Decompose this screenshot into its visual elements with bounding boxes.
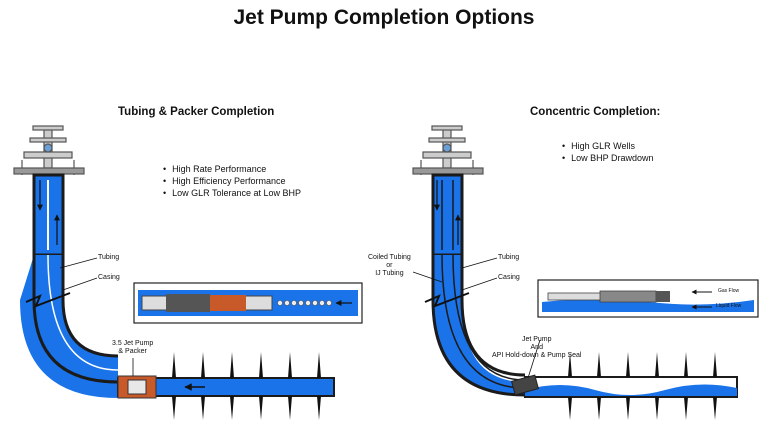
right-pump-label-line3: API Hold-down & Pump Seal	[492, 352, 582, 359]
left-bullet-list: High Rate Performance High Efficiency Pe…	[163, 164, 301, 200]
left-pump-label-line1: 3.5 Jet Pump	[112, 340, 154, 347]
left-tubing-label: Tubing	[98, 254, 120, 261]
liquid-flow-label: Liquid Flow	[716, 303, 742, 309]
left-detail-box	[133, 282, 363, 324]
right-pump-label: Jet Pump And API Hold-down & Pump Seal	[492, 336, 582, 360]
left-wellhead-icon	[13, 125, 85, 175]
right-bullet-2: Low BHP Drawdown	[562, 153, 653, 163]
right-perforations	[568, 352, 717, 420]
left-bullet-3: Low GLR Tolerance at Low BHP	[163, 188, 301, 198]
right-coiled-tubing-label: Coiled Tubing or IJ Tubing	[368, 254, 411, 278]
right-pump-label-line2: And	[530, 344, 543, 351]
gas-flow-label: Gas Flow	[718, 288, 740, 294]
right-bullet-list: High GLR Wells Low BHP Drawdown	[562, 141, 654, 165]
right-detail-box	[537, 279, 759, 318]
right-bullet-1: High GLR Wells	[562, 141, 654, 151]
page-title: Jet Pump Completion Options	[233, 6, 535, 29]
right-coiled-line1: Coiled Tubing	[368, 254, 411, 261]
right-wellhead-icon	[412, 125, 484, 175]
left-heading: Tubing & Packer Completion	[118, 106, 275, 118]
right-jet-pump-icon	[510, 374, 540, 396]
left-pump-label-line2: & Packer	[118, 348, 147, 355]
right-casing-label: Casing	[498, 274, 520, 281]
right-coiled-line3: IJ Tubing	[375, 270, 404, 277]
right-pump-label-line1: Jet Pump	[521, 336, 552, 343]
right-coiled-line2: or	[386, 262, 393, 269]
left-bullet-1: High Rate Performance	[163, 164, 301, 174]
right-tubing-label: Tubing	[498, 254, 520, 261]
left-jet-pump-icon	[117, 375, 157, 399]
left-perforations	[172, 352, 321, 420]
left-casing-label: Casing	[98, 274, 120, 281]
left-bullet-2: High Efficiency Performance	[163, 176, 301, 186]
right-heading: Concentric Completion:	[530, 106, 661, 118]
left-pump-label: 3.5 Jet Pump & Packer	[112, 340, 153, 356]
